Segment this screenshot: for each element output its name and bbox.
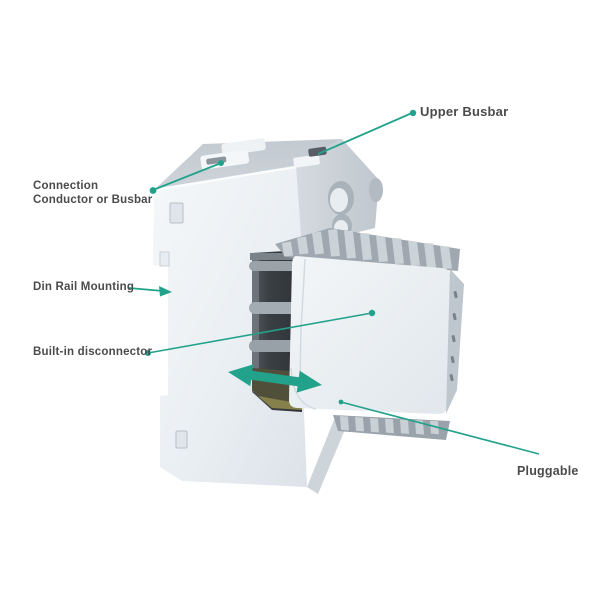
plug-direction-double-arrow-icon bbox=[228, 364, 322, 393]
leader-dot bbox=[368, 309, 376, 317]
leader-pluggable bbox=[338, 399, 540, 455]
module-top-ribs bbox=[275, 228, 460, 271]
rib-fins bbox=[282, 229, 452, 269]
module-front-face bbox=[288, 256, 451, 415]
cavity-left-wall bbox=[252, 252, 259, 392]
leader-dot bbox=[409, 109, 417, 117]
leader-upper-busbar bbox=[317, 109, 417, 155]
module-face-crease-corner bbox=[290, 367, 317, 410]
leader-dot bbox=[149, 187, 157, 194]
cavity-bottom-highlight bbox=[258, 396, 302, 410]
label-built-in-disconnector: Built-in disconnector bbox=[33, 346, 153, 358]
leader-din-rail-arrow bbox=[128, 286, 172, 297]
contact-bar-2 bbox=[249, 302, 301, 314]
base-unit-front-face bbox=[153, 167, 307, 487]
pluggable-module bbox=[288, 256, 464, 440]
label-window-lower bbox=[175, 430, 188, 449]
leader-disconnector bbox=[145, 309, 376, 356]
base-bottom-right-side bbox=[307, 420, 346, 494]
leader-dot bbox=[145, 350, 151, 356]
label-connection-conductor: Connection Conductor or Busbar bbox=[33, 180, 152, 207]
leader-dot bbox=[338, 399, 344, 405]
label-window-upper bbox=[169, 202, 184, 224]
annotation-lines bbox=[128, 109, 540, 455]
leader-connection-conductor bbox=[149, 160, 224, 194]
leader-dot bbox=[218, 160, 224, 166]
base-unit bbox=[153, 167, 346, 494]
module-bottom-ribs bbox=[333, 415, 450, 440]
top-face-front-highlight bbox=[153, 165, 297, 192]
contact-bar-1 bbox=[249, 261, 299, 271]
label-upper-busbar: Upper Busbar bbox=[420, 104, 509, 119]
contact-bar-3 bbox=[249, 340, 301, 352]
module-face-crease-left bbox=[299, 258, 306, 381]
arrowhead-icon bbox=[159, 286, 172, 297]
upper-block-top-face bbox=[154, 139, 342, 190]
label-din-rail-mounting: Din Rail Mounting bbox=[33, 281, 135, 293]
label-pluggable: Pluggable bbox=[517, 464, 579, 478]
label-connection-line2: Conductor or Busbar bbox=[33, 193, 153, 206]
label-connection-line1: Connection bbox=[33, 180, 99, 192]
disconnector-cavity bbox=[249, 250, 302, 412]
din-clip-tab bbox=[159, 251, 170, 267]
module-side-vents bbox=[449, 291, 458, 382]
contact-bar-top bbox=[250, 253, 302, 260]
